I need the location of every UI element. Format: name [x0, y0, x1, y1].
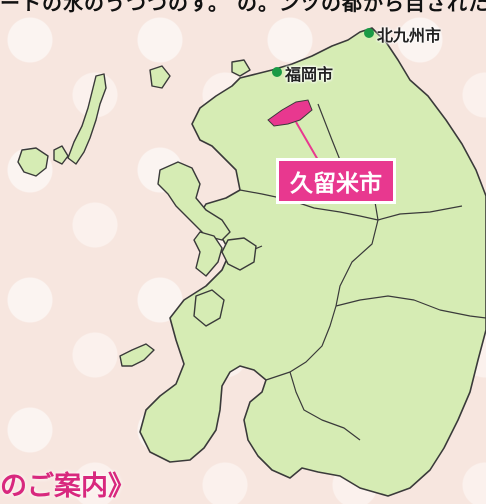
shimabara-peninsula — [221, 237, 257, 271]
hirado-island — [231, 59, 251, 77]
prefecture-border — [239, 189, 463, 221]
nagasaki-peninsula — [157, 161, 231, 241]
goto-island — [53, 145, 69, 165]
kitakyushu-label: 北九州市 — [377, 26, 442, 45]
goto-island — [17, 147, 49, 177]
kyushu-mainland — [139, 27, 486, 497]
koshiki-island — [119, 343, 155, 367]
fukuoka-label: 福岡市 — [285, 65, 334, 84]
section-heading: のご案内》 — [0, 471, 135, 502]
iki-island — [149, 65, 171, 89]
kurume-area-highlight — [267, 99, 313, 127]
header-partial-text: ートの水のうつつのす。 の。ンツの都から目された — [0, 0, 486, 13]
kurume-label: 久留米市 — [279, 161, 393, 201]
tsushima-island — [67, 73, 107, 165]
kitakyushu-marker — [364, 28, 374, 38]
prefecture-border — [335, 295, 486, 319]
prefecture-border — [289, 371, 361, 441]
amakusa-island — [193, 289, 225, 327]
prefecture-border — [265, 219, 379, 381]
kurume-leader-line — [295, 121, 319, 161]
fukuoka-marker — [272, 67, 282, 77]
nagasaki-peninsula — [193, 231, 223, 277]
